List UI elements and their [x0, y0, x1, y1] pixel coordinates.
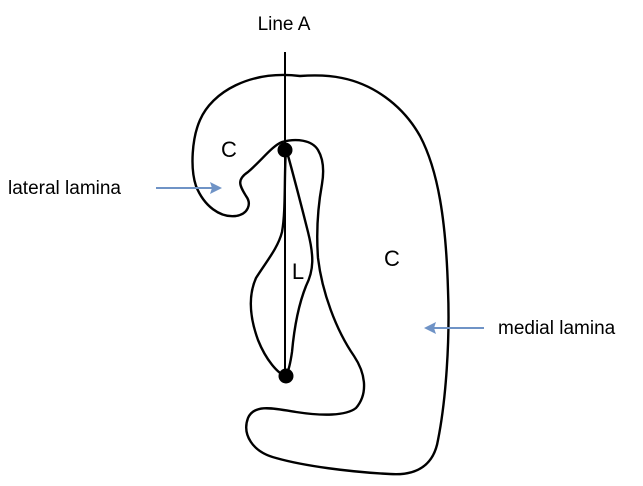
top-landmark-dot — [278, 143, 293, 158]
bottom-landmark-dot — [279, 369, 294, 384]
lumen-label: L — [292, 259, 304, 284]
lateral-lamina-label: lateral lamina — [8, 178, 121, 199]
cartilage-outer-outline — [193, 75, 449, 474]
line-a-label: Line A — [258, 14, 311, 35]
medial-lamina-label: medial lamina — [498, 318, 616, 339]
cartilage-label-right: C — [384, 246, 400, 271]
cartilage-label-top: C — [221, 137, 237, 162]
